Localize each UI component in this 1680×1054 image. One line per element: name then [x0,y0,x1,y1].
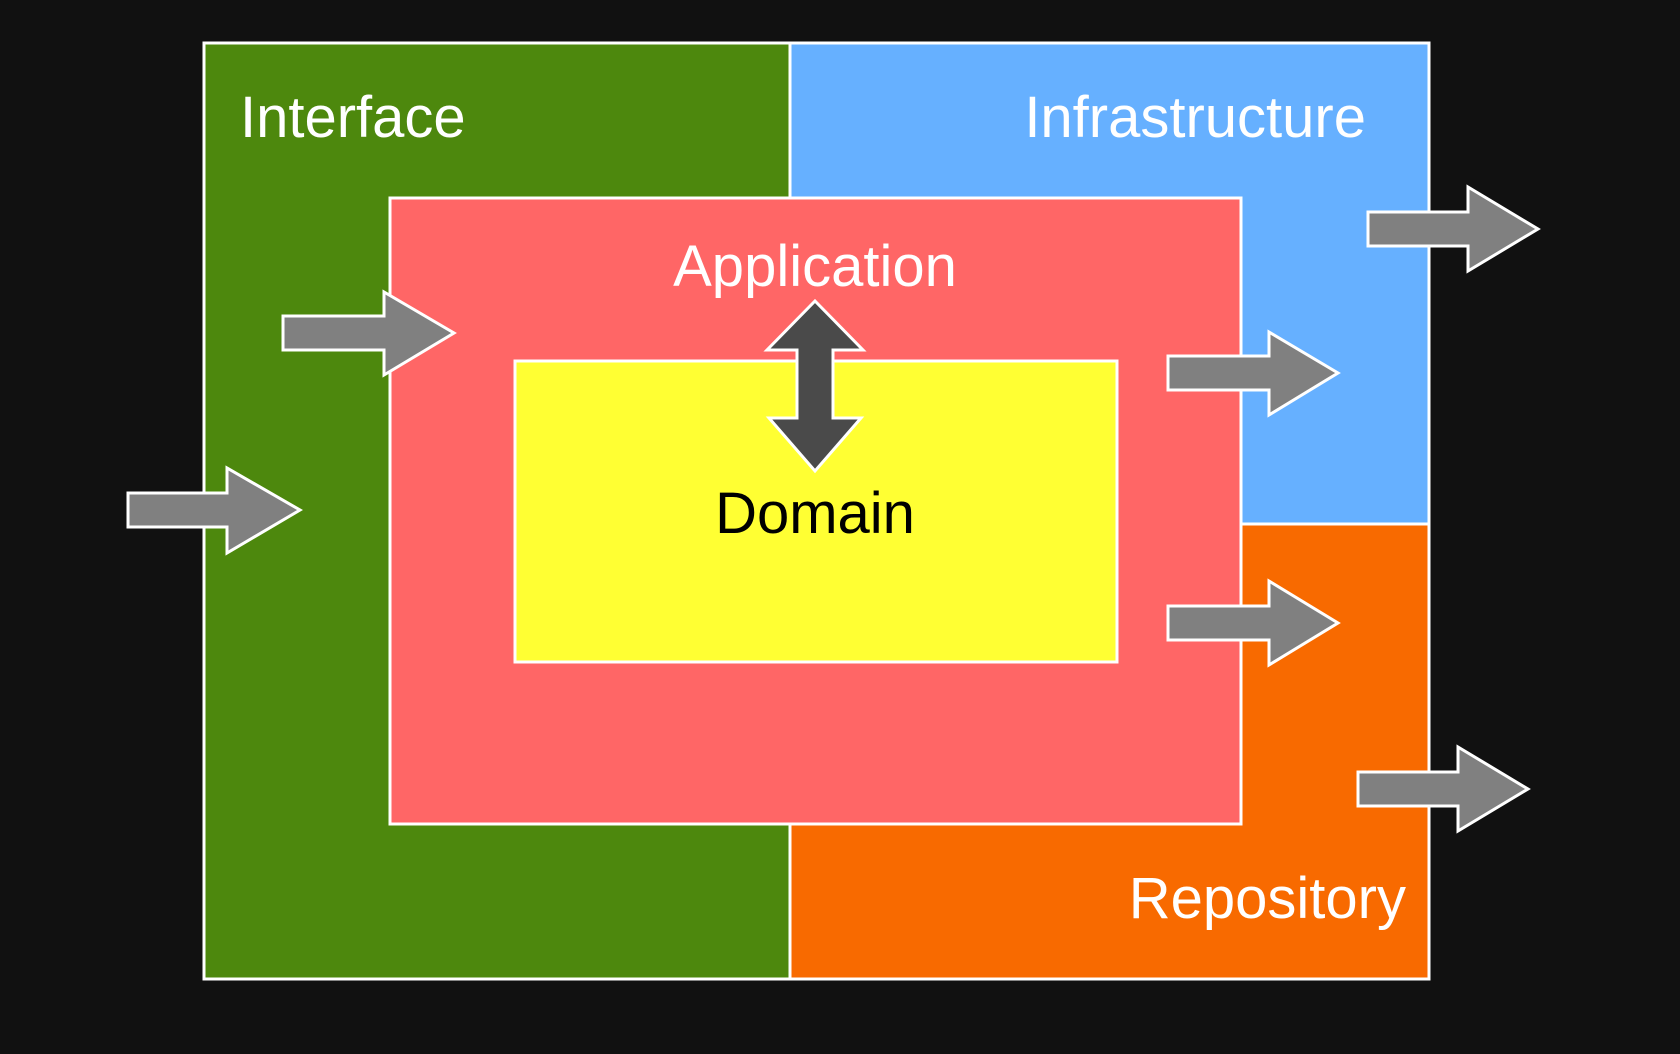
arrow-application-domain-bidirectional [763,298,867,474]
arrow-interface-to-application [281,289,457,378]
domain-label: Domain [715,481,915,546]
arrow-external-to-interface [126,465,303,556]
arrow-application-to-infrastructure [1166,329,1341,418]
interface-label: Interface [240,85,466,150]
arrow-application-to-repository [1166,578,1341,668]
infrastructure-label: Infrastructure [1024,85,1366,150]
arrow-repository-to-external [1356,744,1531,834]
application-label: Application [673,234,957,299]
arrow-infrastructure-to-external [1366,184,1541,274]
repository-label: Repository [1129,866,1406,931]
